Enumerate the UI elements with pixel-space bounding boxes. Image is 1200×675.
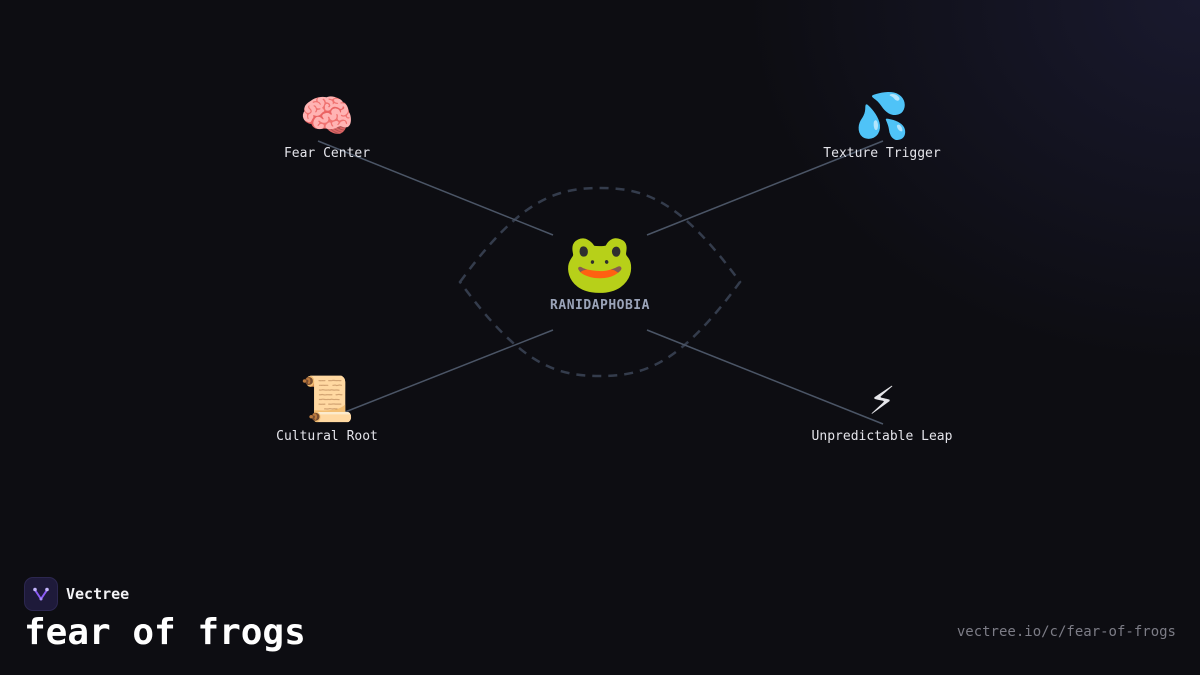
brain-icon: 🧠 [299, 91, 355, 142]
page-url[interactable]: vectree.io/c/fear-of-frogs [956, 624, 1176, 640]
node-label-fear-center: Fear Center [283, 146, 371, 161]
sweat-droplets-icon: 💦 [854, 91, 910, 142]
vectree-logo-mark [33, 587, 49, 601]
node-label-texture-trigger: Texture Trigger [823, 146, 941, 161]
frog-icon: 🐸 [563, 229, 637, 297]
node-texture-trigger[interactable]: 💦 Texture Trigger [823, 91, 941, 162]
vectree-logo-icon [24, 577, 58, 611]
page-title: fear of frogs [24, 612, 306, 653]
center-dashed-outline [458, 186, 742, 378]
node-cultural-root[interactable]: 📜 Cultural Root [276, 374, 378, 445]
brand[interactable]: Vectree [24, 577, 129, 611]
center-node-ranidaphobia[interactable]: 🐸 RANIDAPHOBIA [550, 232, 650, 313]
connector-fear-center [317, 140, 554, 236]
lightning-icon: ⚡ [868, 374, 896, 425]
connector-texture-trigger [646, 140, 884, 236]
node-label-unpredictable-leap: Unpredictable Leap [811, 429, 953, 444]
brand-name: Vectree [66, 585, 130, 603]
connector-cultural-root [339, 329, 554, 415]
connector-unpredictable-leap [646, 329, 884, 425]
node-label-cultural-root: Cultural Root [276, 429, 378, 444]
center-node-label: RANIDAPHOBIA [550, 298, 650, 313]
node-unpredictable-leap[interactable]: ⚡ Unpredictable Leap [811, 374, 953, 445]
scroll-icon: 📜 [299, 374, 355, 425]
node-fear-center[interactable]: 🧠 Fear Center [283, 91, 371, 162]
